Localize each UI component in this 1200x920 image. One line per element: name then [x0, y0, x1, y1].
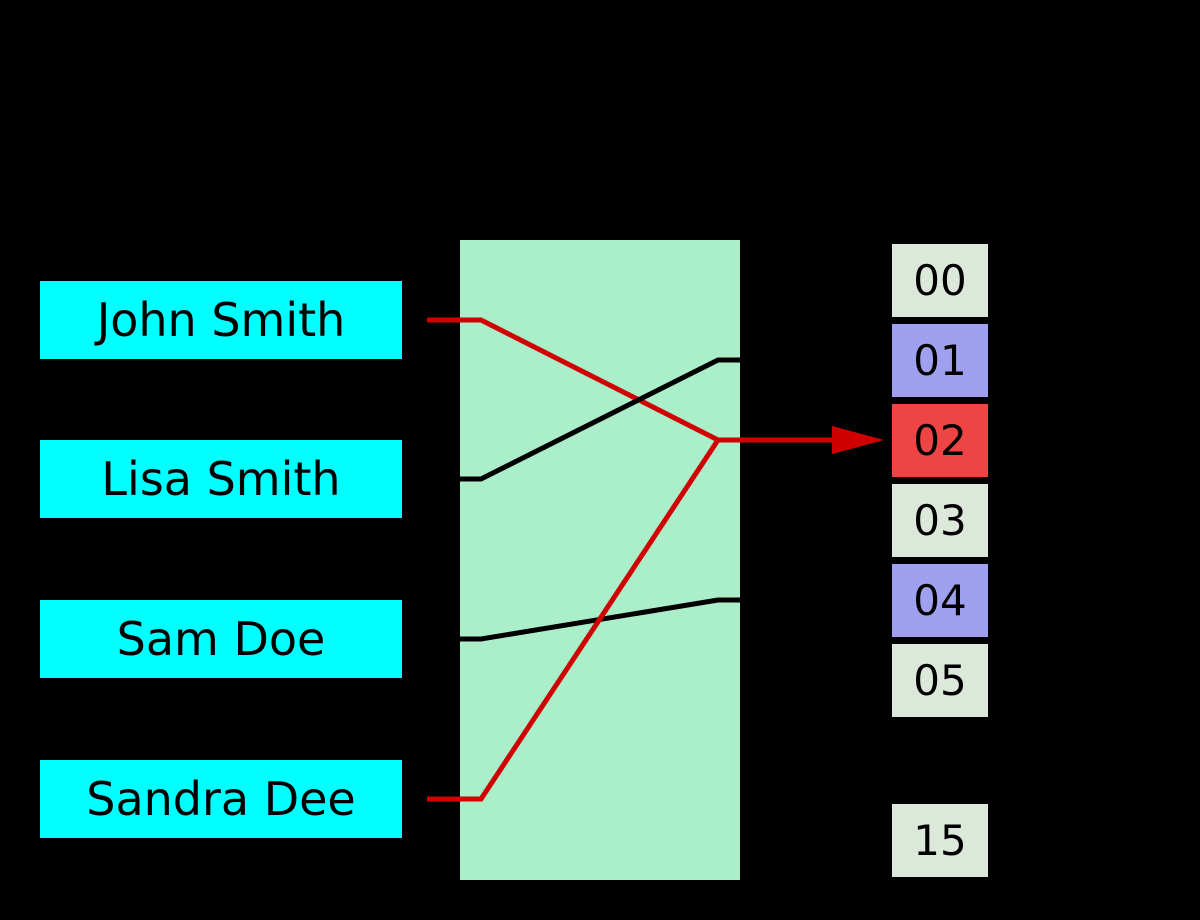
bucket-05: 05: [892, 644, 988, 717]
hash-function-box: [460, 240, 740, 880]
key-box-sam-doe: Sam Doe: [40, 600, 402, 678]
key-box-john-smith: John Smith: [40, 281, 402, 359]
bucket-01: 01: [892, 324, 988, 397]
bucket-15: 15: [892, 804, 988, 877]
bucket-03: 03: [892, 484, 988, 557]
bucket-02: 02: [892, 404, 988, 477]
collision-arrowhead-icon: [832, 426, 884, 454]
bucket-00: 00: [892, 244, 988, 317]
key-box-sandra-dee: Sandra Dee: [40, 760, 402, 838]
bucket-04: 04: [892, 564, 988, 637]
key-box-lisa-smith: Lisa Smith: [40, 440, 402, 518]
